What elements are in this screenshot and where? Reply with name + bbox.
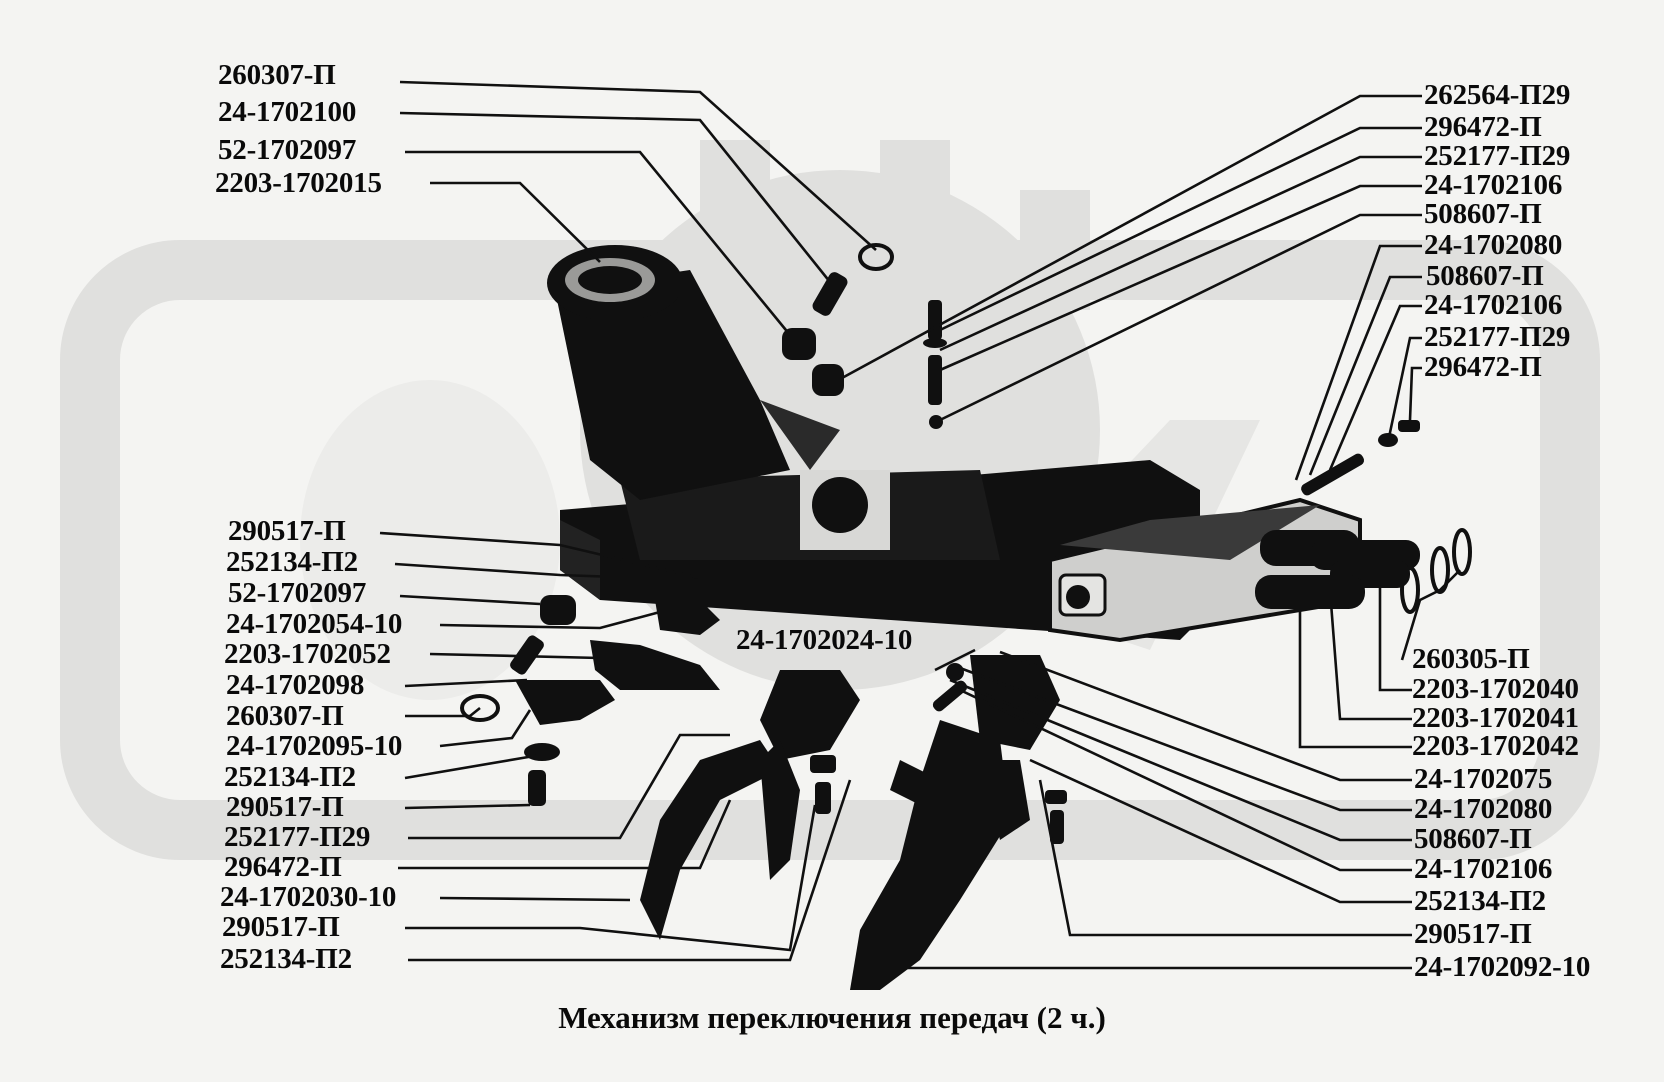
label-left-19: 252134-П2 bbox=[220, 943, 352, 975]
label-left-15: 252177-П29 bbox=[224, 821, 371, 853]
label-left-13: 252134-П2 bbox=[224, 761, 356, 793]
label-right-6: 24-1702080 bbox=[1424, 229, 1563, 261]
label-left-5: 290517-П bbox=[228, 515, 346, 547]
label-left-10: 24-1702098 bbox=[226, 669, 365, 701]
tower-housing bbox=[547, 245, 840, 500]
label-left-12: 24-1702095-10 bbox=[226, 730, 403, 762]
label-right-20: 290517-П bbox=[1414, 918, 1532, 950]
label-right-15: 24-1702075 bbox=[1414, 763, 1553, 795]
label-left-18: 290517-П bbox=[222, 911, 340, 943]
label-left-9: 2203-1702052 bbox=[224, 638, 391, 670]
label-left-4: 2203-1702015 bbox=[215, 167, 382, 199]
label-left-7: 52-1702097 bbox=[228, 577, 367, 609]
label-left-14: 290517-П bbox=[226, 791, 344, 823]
label-right-1: 262564-П29 bbox=[1424, 79, 1571, 111]
label-right-4: 24-1702106 bbox=[1424, 169, 1563, 201]
label-right-9: 252177-П29 bbox=[1424, 321, 1571, 353]
label-right-3: 252177-П29 bbox=[1424, 140, 1571, 172]
small-parts-top bbox=[782, 243, 1420, 496]
label-right-10: 296472-П bbox=[1424, 351, 1542, 383]
label-left-17: 24-1702030-10 bbox=[220, 881, 397, 913]
label-left-8: 24-1702054-10 bbox=[226, 608, 403, 640]
label-left-6: 252134-П2 bbox=[226, 546, 358, 578]
label-right-5: 508607-П bbox=[1424, 198, 1542, 230]
label-right-18: 24-1702106 bbox=[1414, 853, 1553, 885]
shift-rods bbox=[1255, 528, 1472, 614]
leader-lines bbox=[379, 80, 1461, 970]
label-right-13: 2203-1702041 bbox=[1412, 702, 1579, 734]
diagram-caption: Механизм переключения передач (2 ч.) bbox=[558, 1000, 1106, 1035]
label-right-16: 24-1702080 bbox=[1414, 793, 1553, 825]
label-right-7: 508607-П bbox=[1426, 260, 1544, 292]
label-right-2: 296472-П bbox=[1424, 111, 1542, 143]
label-left-3: 52-1702097 bbox=[218, 134, 357, 166]
label-right-12: 2203-1702040 bbox=[1412, 673, 1579, 705]
label-right-17: 508607-П bbox=[1414, 823, 1532, 855]
label-right-14: 2203-1702042 bbox=[1412, 730, 1579, 762]
label-left-16: 296472-П bbox=[224, 851, 342, 883]
label-right-8: 24-1702106 bbox=[1424, 289, 1563, 321]
label-right-21: 24-1702092-10 bbox=[1414, 951, 1591, 983]
label-center: 24-1702024-10 bbox=[736, 624, 913, 656]
label-left-2: 24-1702100 bbox=[218, 96, 357, 128]
label-right-11: 260305-П bbox=[1412, 643, 1530, 675]
label-left-1: 260307-П bbox=[218, 59, 336, 91]
label-left-11: 260307-П bbox=[226, 700, 344, 732]
label-right-19: 252134-П2 bbox=[1414, 885, 1546, 917]
